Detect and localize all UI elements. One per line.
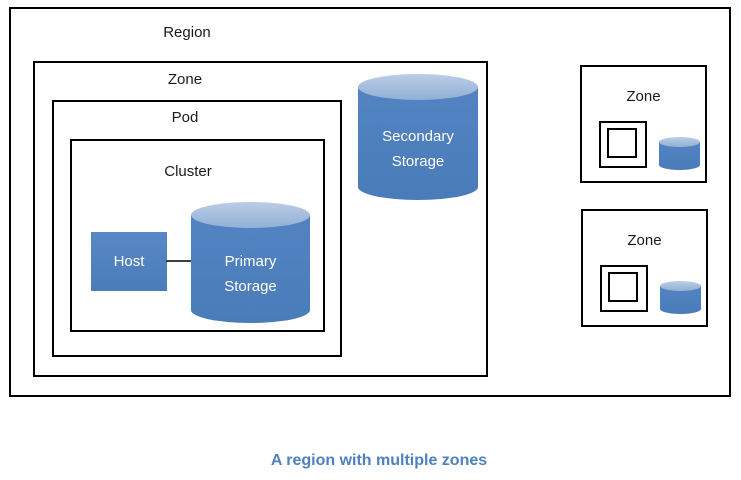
nested-squares-icon <box>600 265 648 312</box>
cylinder-body <box>358 87 478 200</box>
right-zone-2-box: Zone <box>581 209 708 327</box>
cluster-box <box>70 139 325 332</box>
cluster-label: Cluster <box>164 163 212 180</box>
pod-box <box>52 100 342 357</box>
inner-square-icon <box>608 272 638 302</box>
right-zone-2-label: Zone <box>627 232 662 249</box>
diagram-caption: A region with multiple zones <box>270 452 488 469</box>
host-label: Host <box>113 253 145 270</box>
pod-label: Pod <box>171 109 199 126</box>
primary-storage-cylinder: Primary Storage <box>191 202 310 323</box>
right-zone-1-box: Zone <box>580 65 707 183</box>
zone-label: Zone <box>167 71 203 88</box>
secondary-storage-label: Secondary Storage <box>382 128 454 170</box>
host-storage-connector-line <box>166 260 192 262</box>
mini-storage-cylinder-icon <box>660 281 701 314</box>
right-zone-1-label: Zone <box>626 88 661 105</box>
cylinder-top-ellipse <box>660 281 701 291</box>
region-label: Region <box>163 24 211 41</box>
cylinder-top-ellipse <box>659 137 700 147</box>
host-box: Host <box>91 232 167 291</box>
mini-storage-cylinder-icon <box>659 137 700 170</box>
primary-storage-label: Primary Storage <box>224 253 277 295</box>
cylinder-top-ellipse <box>191 202 310 228</box>
inner-square-icon <box>607 128 637 158</box>
nested-squares-icon <box>599 121 647 168</box>
cylinder-top-ellipse <box>358 74 478 100</box>
cylinder-body <box>191 215 310 323</box>
secondary-storage-cylinder: Secondary Storage <box>358 74 478 200</box>
region-box <box>9 7 731 397</box>
zone-box <box>33 61 488 377</box>
